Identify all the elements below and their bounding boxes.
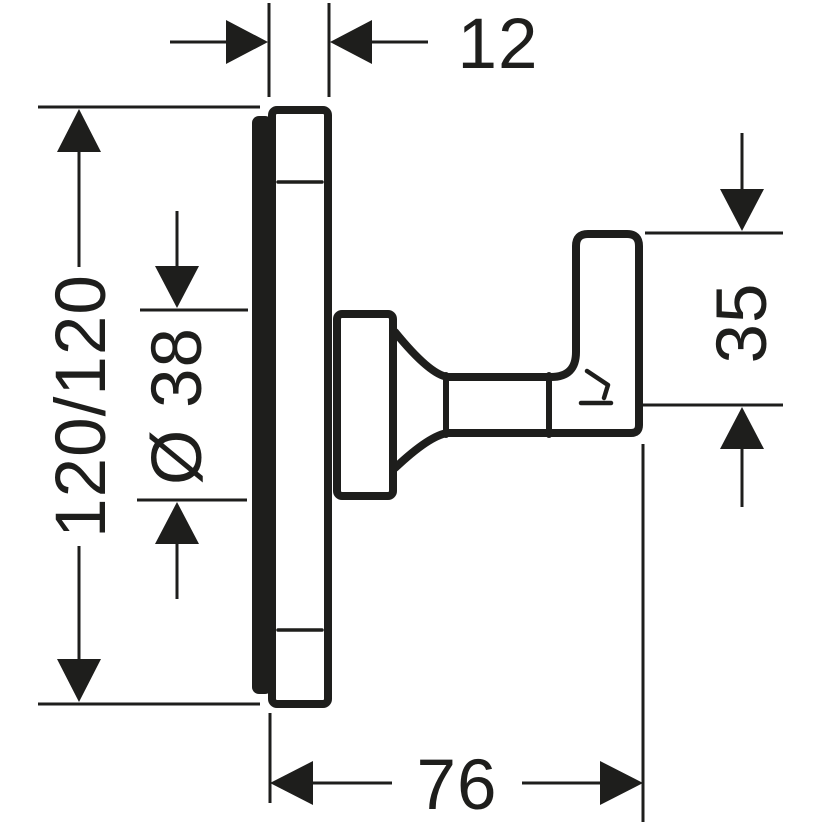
wall-mounting-strip xyxy=(252,116,272,694)
dimension-plate-depth: 12 xyxy=(170,3,539,97)
flange-disc xyxy=(333,310,397,500)
arrowhead-down xyxy=(155,266,199,308)
hook-inner-corner-line xyxy=(584,368,611,401)
wall-plate xyxy=(252,106,332,708)
dimension-projection: 76 xyxy=(268,444,645,825)
arrowhead-down xyxy=(720,189,764,231)
arrowhead-down xyxy=(57,659,101,702)
stem-flare-top-curve xyxy=(391,328,452,381)
dimension-flange-diameter: Ø 38 xyxy=(137,211,248,599)
arrowhead-left xyxy=(330,20,372,64)
dim-label-flange-diameter: Ø 38 xyxy=(138,327,217,485)
arrowhead-right xyxy=(226,20,268,64)
arrowhead-right xyxy=(600,761,643,805)
arrowhead-left xyxy=(270,761,313,805)
arrowhead-up xyxy=(155,502,199,544)
hook-head-outline xyxy=(548,230,643,437)
stem xyxy=(391,328,558,472)
dimension-plate-height: 120/120 xyxy=(38,105,260,706)
dim-label-plate-height: 120/120 xyxy=(42,274,121,538)
dim-label-plate-depth: 12 xyxy=(458,5,539,84)
plate-body xyxy=(268,106,332,708)
dim-label-hook-height: 35 xyxy=(703,283,782,364)
dimension-hook-height: 35 xyxy=(640,133,783,507)
stem-flare-bottom-curve xyxy=(391,429,452,472)
arrowhead-up xyxy=(57,109,101,152)
arrowhead-up xyxy=(720,407,764,449)
hook-inner-edge-detail xyxy=(578,368,614,406)
dim-label-projection: 76 xyxy=(417,746,498,825)
